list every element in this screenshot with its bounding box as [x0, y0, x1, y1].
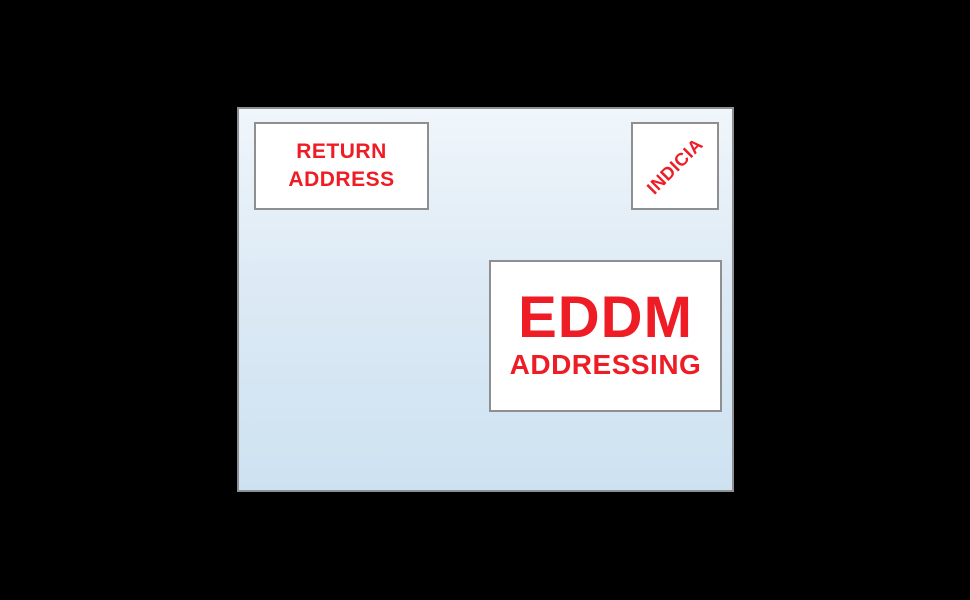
return-address-line2: ADDRESS: [288, 168, 395, 191]
indicia-label: INDICIA: [642, 133, 707, 198]
eddm-title: EDDM: [518, 284, 693, 350]
mailpiece-envelope: RETURN ADDRESS INDICIA EDDM ADDRESSING: [237, 107, 734, 492]
eddm-subtitle: ADDRESSING: [509, 348, 702, 380]
eddm-addressing-box: EDDM ADDRESSING: [489, 260, 722, 412]
return-address-box: RETURN ADDRESS: [254, 122, 429, 210]
return-address-line1: RETURN: [296, 139, 387, 163]
indicia-box: INDICIA: [631, 122, 719, 210]
